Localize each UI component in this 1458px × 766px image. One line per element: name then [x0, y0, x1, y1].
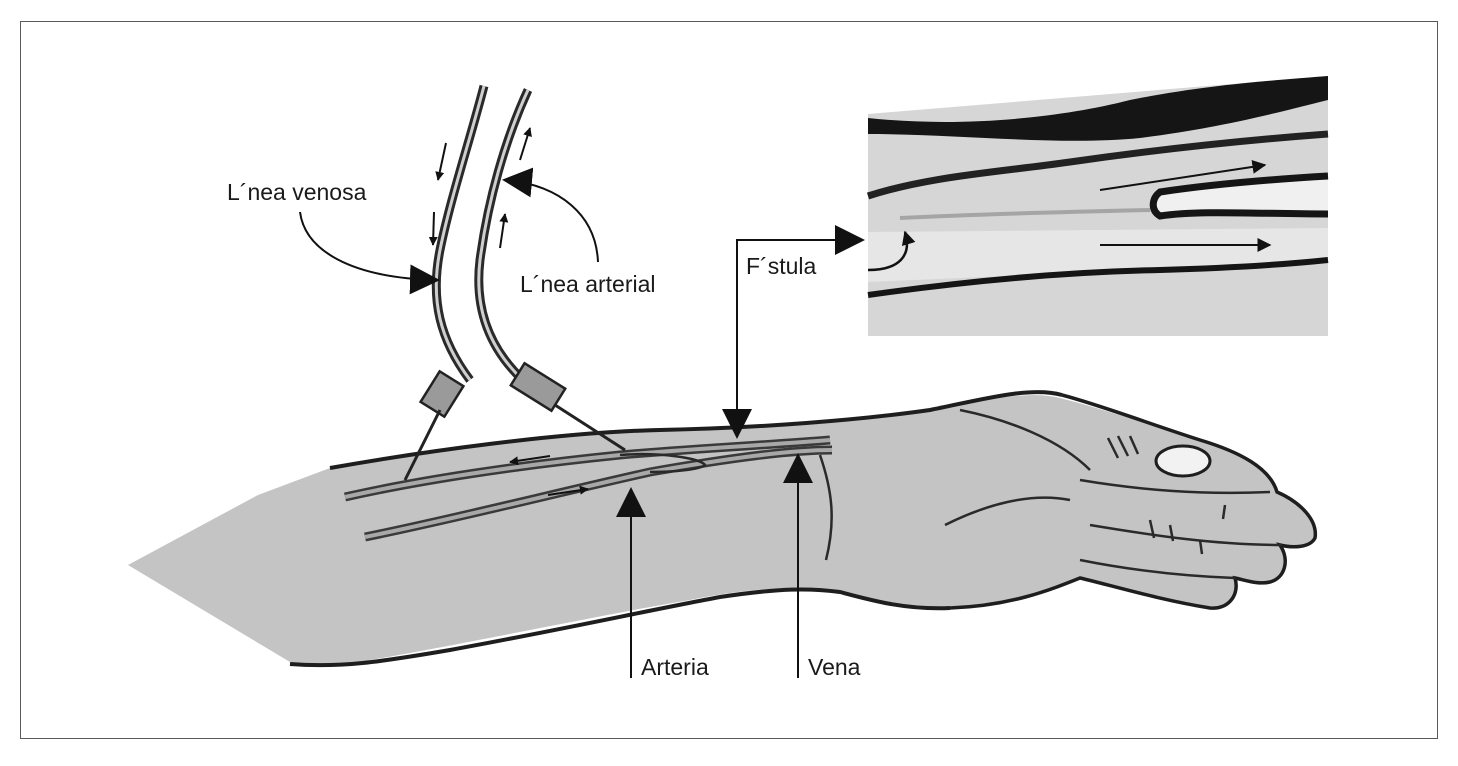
venous-needle-hub	[421, 371, 464, 416]
fistula-label: F´stula	[746, 255, 816, 278]
arterial-needle-hub	[511, 363, 565, 410]
vein-label: Vena	[808, 656, 860, 679]
arterial-line-tube	[479, 90, 528, 382]
arterial-line-label: L´nea arterial	[520, 273, 656, 296]
venous-flow-arrow-1	[438, 143, 446, 180]
artery-label: Arteria	[641, 656, 709, 679]
fistula-inset	[868, 76, 1328, 336]
arterial-flow-arrow-1	[520, 128, 530, 160]
venous-line-callout	[300, 212, 437, 280]
arterial-line-callout	[505, 180, 598, 262]
thumbnail	[1156, 446, 1210, 476]
arm	[128, 392, 1316, 665]
forearm-shape	[128, 395, 1316, 664]
venous-flow-arrow-2	[433, 212, 434, 245]
arterial-flow-arrow-2	[500, 214, 505, 248]
venous-line-label: L´nea venosa	[227, 181, 366, 204]
